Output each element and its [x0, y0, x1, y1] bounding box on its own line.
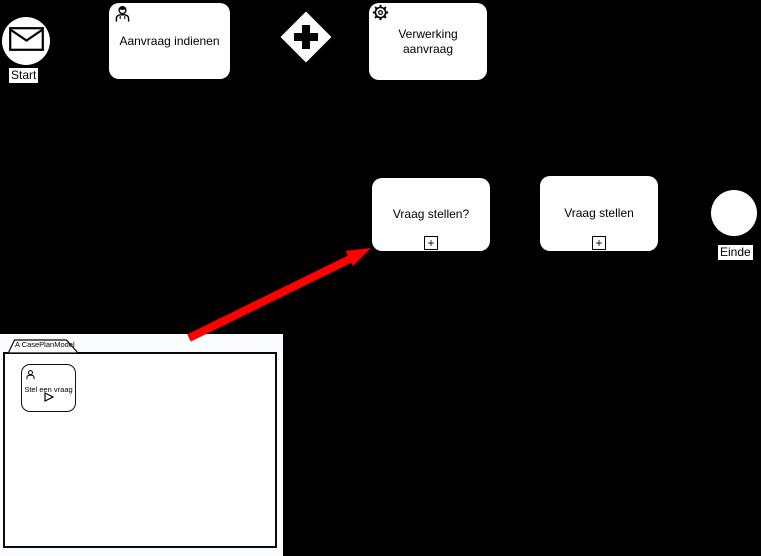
gear-icon: [371, 3, 390, 26]
start-event-label: Start: [9, 68, 39, 83]
cmmn-task-stel-een-vraag[interactable]: Stel een vraag: [21, 364, 76, 412]
start-event[interactable]: [2, 17, 50, 65]
task-label: Vraag stellen: [564, 206, 634, 220]
task-verwerking-aanvraag[interactable]: Verwerking aanvraag: [369, 3, 487, 80]
task-label: Aanvraag indienen: [119, 33, 220, 48]
cmmn-task-label: Stel een vraag: [24, 385, 73, 394]
subprocess-plus-marker[interactable]: +: [424, 236, 438, 250]
task-aanvraag-indienen[interactable]: Aanvraag indienen: [109, 3, 230, 79]
end-event-label: Einde: [718, 245, 753, 260]
user-icon: [25, 367, 36, 385]
task-vraag-stellen-question[interactable]: Vraag stellen? +: [372, 178, 490, 251]
manual-activation-play-icon: [43, 389, 54, 407]
case-plan-model-tab[interactable]: [8, 339, 78, 353]
task-label: Verwerking aanvraag: [398, 26, 458, 56]
cmmn-canvas: A CasePlanModel Stel een vraag: [0, 334, 283, 556]
task-vraag-stellen[interactable]: Vraag stellen +: [540, 176, 658, 251]
case-plan-model[interactable]: [3, 352, 277, 548]
subprocess-plus-marker[interactable]: +: [592, 236, 606, 250]
end-event[interactable]: [711, 190, 757, 236]
case-plan-model-label: A CasePlanModel: [15, 340, 75, 349]
task-label: Vraag stellen?: [392, 207, 470, 221]
plus-icon: [302, 25, 310, 49]
user-icon: [113, 4, 132, 27]
message-envelope-icon: [8, 26, 44, 56]
